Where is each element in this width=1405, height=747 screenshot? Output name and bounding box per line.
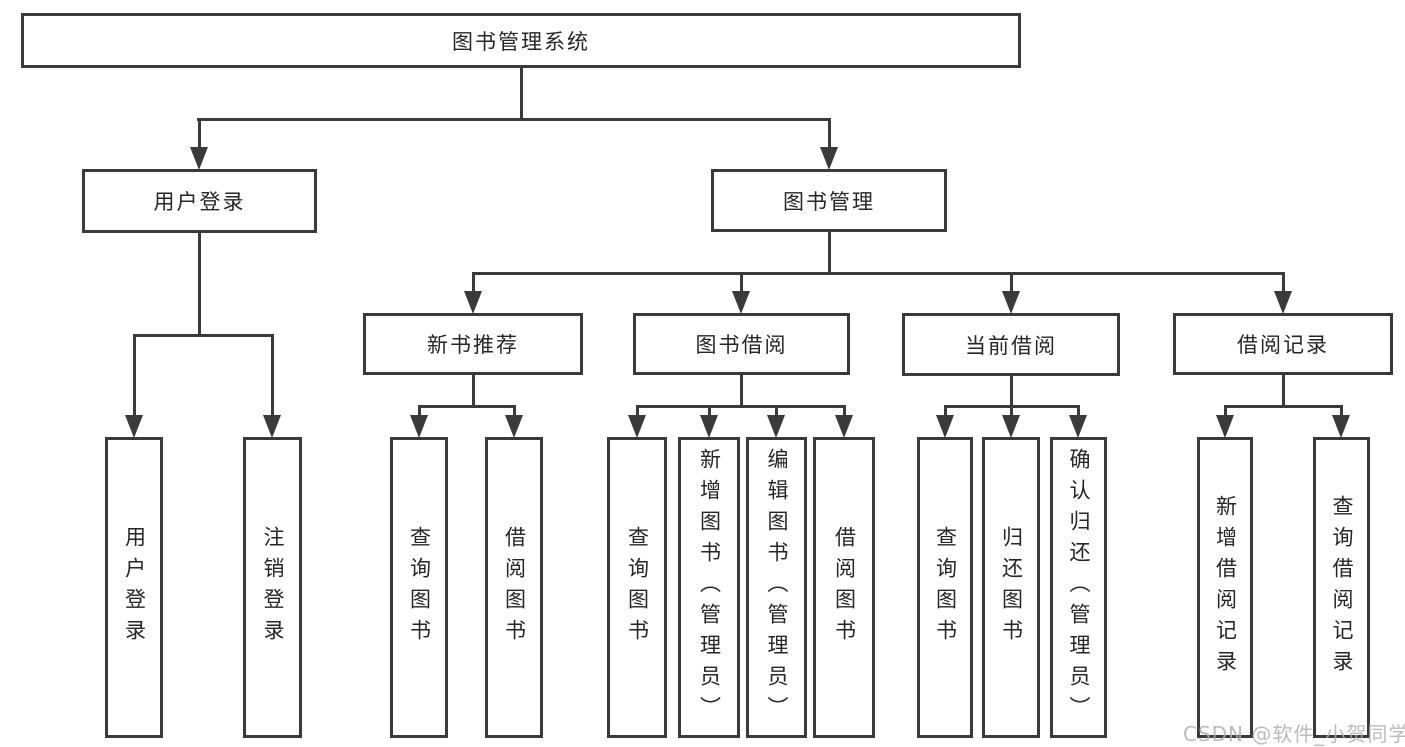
connector-line xyxy=(471,273,475,294)
leaf-search-books-borrow: 查询图书 xyxy=(607,437,667,738)
node-label: 当前借阅 xyxy=(965,333,1057,358)
connector-line xyxy=(943,406,947,418)
connector-line xyxy=(417,404,516,408)
node-label: 借阅图书 xyxy=(832,525,857,650)
leaf-borrow-books-recommend: 借阅图书 xyxy=(485,437,543,738)
connector-line xyxy=(197,119,201,150)
connector-line xyxy=(739,273,743,294)
arrow-down-icon xyxy=(263,415,281,438)
connector-line xyxy=(270,335,274,418)
connector-line xyxy=(471,374,475,407)
connector-line xyxy=(1281,373,1285,407)
node-user-login: 用户登录 xyxy=(82,169,317,233)
arrow-down-icon xyxy=(464,291,482,314)
connector-line xyxy=(842,406,846,418)
connector-line xyxy=(635,406,639,418)
node-label: 确认归还（管理员） xyxy=(1067,448,1091,727)
connector-line xyxy=(707,406,711,418)
node-label: 图书借阅 xyxy=(695,333,788,357)
node-label: 编辑图书（管理员） xyxy=(765,448,789,727)
node-label: 图书管理系统 xyxy=(452,29,590,54)
connector-line xyxy=(197,233,201,336)
node-label: 用户登录 xyxy=(122,525,147,650)
leaf-return-books: 归还图书 xyxy=(982,437,1040,738)
watermark: CSDN @软件_小贺同学 xyxy=(1183,722,1405,746)
leaf-search-books-current: 查询图书 xyxy=(917,437,973,738)
arrow-down-icon xyxy=(1216,415,1234,438)
node-label: 新书推荐 xyxy=(427,333,519,357)
node-borrowing-records: 借阅记录 xyxy=(1173,313,1393,375)
node-label: 注销登录 xyxy=(261,525,285,650)
node-label: 归还图书 xyxy=(999,525,1024,650)
connector-line xyxy=(1009,406,1013,418)
leaf-add-borrow-record: 新增借阅记录 xyxy=(1197,437,1253,738)
connector-line xyxy=(132,333,274,337)
leaf-search-borrow-record: 查询借阅记录 xyxy=(1313,437,1370,738)
arrow-down-icon xyxy=(767,415,785,438)
connector-line xyxy=(1223,404,1343,408)
node-label: 用户登录 xyxy=(153,190,246,214)
arrow-down-icon xyxy=(835,415,853,438)
leaf-edit-books-admin: 编辑图书（管理员） xyxy=(746,437,807,738)
node-label: 新增图书（管理员） xyxy=(697,448,722,727)
node-label: 查询借阅记录 xyxy=(1330,494,1354,681)
connector-line xyxy=(1281,273,1285,294)
node-label: 新增借阅记录 xyxy=(1213,494,1238,681)
leaf-logout: 注销登录 xyxy=(243,437,302,738)
arrow-down-icon xyxy=(936,415,954,438)
connector-line xyxy=(519,68,523,120)
arrow-down-icon xyxy=(1002,291,1020,314)
arrow-down-icon xyxy=(1274,291,1292,314)
node-label: 查询图书 xyxy=(625,525,650,650)
arrow-down-icon xyxy=(125,415,143,438)
arrow-down-icon xyxy=(505,415,523,438)
connector-line xyxy=(132,335,136,418)
arrow-down-icon xyxy=(700,415,718,438)
connector-line xyxy=(512,406,516,418)
node-library-management-system: 图书管理系统 xyxy=(21,13,1021,68)
arrow-down-icon xyxy=(1002,415,1020,438)
leaf-search-books-recommend: 查询图书 xyxy=(390,437,448,738)
connector-line xyxy=(1076,406,1080,418)
node-label: 查询图书 xyxy=(933,525,958,650)
connector-line xyxy=(1009,374,1013,407)
connector-line xyxy=(827,119,831,150)
connector-line xyxy=(774,406,778,418)
arrow-down-icon xyxy=(190,147,208,170)
connector-line xyxy=(1009,273,1013,294)
connector-line xyxy=(1339,406,1343,418)
node-label: 借阅图书 xyxy=(502,525,527,650)
node-current-borrowing: 当前借阅 xyxy=(902,313,1120,376)
arrow-down-icon xyxy=(1332,415,1350,438)
connector-line xyxy=(196,117,831,121)
arrow-down-icon xyxy=(410,415,428,438)
leaf-borrow-books: 借阅图书 xyxy=(813,437,875,738)
node-label: 借阅记录 xyxy=(1237,333,1329,357)
arrow-down-icon xyxy=(820,147,838,170)
node-label: 查询图书 xyxy=(407,525,432,650)
arrow-down-icon xyxy=(628,415,646,438)
arrow-down-icon xyxy=(1069,415,1087,438)
connector-line xyxy=(471,271,1285,275)
arrow-down-icon xyxy=(732,291,750,314)
node-book-borrowing: 图书借阅 xyxy=(633,313,850,375)
leaf-user-login: 用户登录 xyxy=(105,437,163,738)
connector-line xyxy=(827,231,831,275)
connector-line xyxy=(943,404,1080,408)
node-new-book-recommendation: 新书推荐 xyxy=(363,313,583,375)
connector-line xyxy=(417,406,421,418)
connector-line xyxy=(739,374,743,407)
leaf-confirm-return-admin: 确认归还（管理员） xyxy=(1050,437,1107,738)
leaf-add-books-admin: 新增图书（管理员） xyxy=(678,437,740,738)
node-book-management: 图书管理 xyxy=(711,169,947,232)
connector-line xyxy=(635,404,846,408)
connector-line xyxy=(1223,406,1227,418)
node-label: 图书管理 xyxy=(783,189,875,214)
